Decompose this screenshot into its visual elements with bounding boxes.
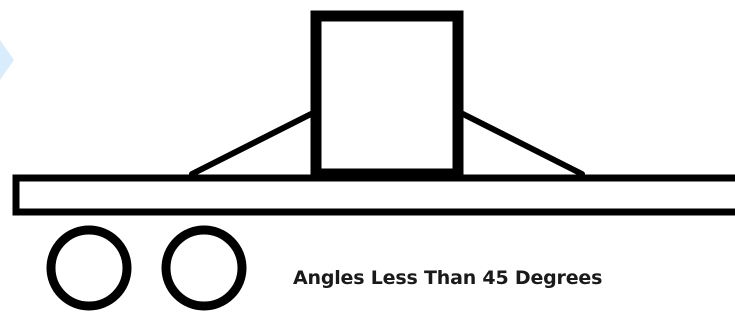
rear-wheel: [166, 230, 242, 306]
cargo-box: [316, 16, 458, 174]
left-tie-down-strap: [192, 114, 311, 174]
right-tie-down-strap: [463, 114, 582, 174]
front-wheel: [51, 230, 127, 306]
edge-accent: [0, 40, 14, 80]
trailer-deck: [16, 178, 735, 212]
diagram-caption: Angles Less Than 45 Degrees: [293, 267, 602, 289]
